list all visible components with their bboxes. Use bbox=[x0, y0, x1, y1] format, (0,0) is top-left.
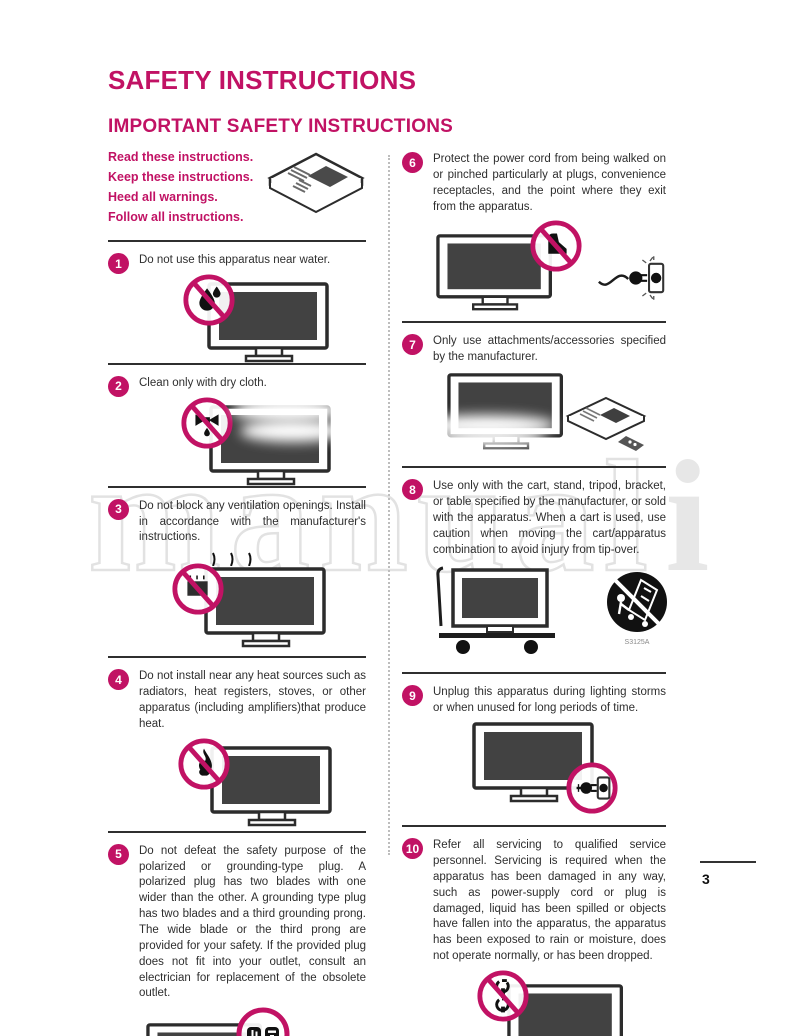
item-text: Do not use this apparatus near water. bbox=[139, 254, 331, 266]
blocked-vent-prohibition-icon bbox=[171, 562, 225, 616]
separator bbox=[108, 362, 366, 365]
flame-prohibition-icon bbox=[177, 737, 231, 791]
safety-item-7: 7 Only use attachments/accessories speci… bbox=[402, 334, 666, 456]
separator bbox=[108, 830, 366, 833]
item-text: Use only with the cart, stand, tripod, b… bbox=[433, 480, 666, 556]
separator bbox=[108, 240, 366, 242]
item-text: Do not block any ventilation openings. I… bbox=[139, 499, 366, 544]
intro-line: Follow all instructions. bbox=[108, 210, 244, 224]
item-number-badge: 9 bbox=[402, 685, 423, 707]
page-number: 3 bbox=[702, 871, 710, 887]
item-4-illustration bbox=[165, 737, 341, 821]
item-text: Protect the power cord from being walked… bbox=[433, 153, 666, 213]
safety-item-1: 1 Do not use this apparatus near water. bbox=[108, 253, 366, 353]
safety-item-5: 5 Do not defeat the safety purpose of th… bbox=[108, 843, 369, 1036]
item-3-illustration bbox=[163, 550, 343, 646]
item-text: Do not defeat the safety purpose of the … bbox=[139, 844, 366, 1000]
tv-cart-icon bbox=[436, 566, 555, 655]
scan-artifact bbox=[232, 398, 342, 422]
separator bbox=[402, 466, 666, 469]
item-text: Clean only with dry cloth. bbox=[139, 376, 267, 389]
item-number-badge: 8 bbox=[402, 479, 423, 501]
page-number-rule bbox=[700, 861, 756, 863]
wet-cloth-prohibition-icon bbox=[180, 396, 234, 450]
item-number-badge: 7 bbox=[402, 334, 423, 356]
separator bbox=[402, 672, 666, 675]
separator bbox=[402, 321, 666, 324]
manual-book-icon bbox=[267, 152, 365, 214]
separator bbox=[108, 485, 366, 488]
item-number-badge: 4 bbox=[108, 669, 129, 691]
item-7-illustration bbox=[440, 370, 660, 456]
item-text: Only use attachments/accessories specifi… bbox=[433, 335, 666, 364]
item-number-badge: 10 bbox=[402, 838, 423, 860]
intro-line: Keep these instructions. bbox=[108, 170, 254, 184]
item-5-illustration bbox=[139, 1006, 369, 1036]
intro-line: Heed all warnings. bbox=[108, 190, 218, 204]
safety-item-6: 6 Protect the power cord from being walk… bbox=[402, 152, 666, 311]
intro-line: Read these instructions. bbox=[108, 150, 254, 164]
item-number-badge: 2 bbox=[108, 375, 129, 397]
scan-artifact bbox=[416, 415, 556, 435]
column-divider bbox=[388, 155, 390, 855]
separator bbox=[402, 825, 666, 828]
safety-item-8: 8 Use only with the cart, stand, tripod,… bbox=[402, 479, 667, 662]
scan-artifact bbox=[436, 430, 546, 446]
foot-prohibition-icon bbox=[529, 219, 583, 273]
separator bbox=[108, 656, 366, 659]
item-number-badge: 5 bbox=[108, 843, 129, 865]
safety-item-4: 4 Do not install near any heat sources s… bbox=[108, 669, 366, 820]
section-title: IMPORTANT SAFETY INSTRUCTIONS bbox=[108, 115, 453, 137]
item-8-illustration: S3125A bbox=[433, 562, 681, 662]
item-1-illustration bbox=[168, 273, 338, 353]
item-number-badge: 1 bbox=[108, 253, 129, 274]
item-text: Unplug this apparatus during lighting st… bbox=[433, 686, 666, 715]
item-2-illustration bbox=[168, 396, 338, 476]
polarized-outlet-icon bbox=[235, 1006, 291, 1036]
safety-item-9: 9 Unplug this apparatus during lighting … bbox=[402, 685, 666, 815]
item-number-badge: 6 bbox=[402, 152, 423, 173]
item-10-illustration bbox=[460, 969, 640, 1036]
safety-item-10: 10 Refer all servicing to qualified serv… bbox=[402, 838, 666, 1036]
wrench-prohibition-icon bbox=[476, 969, 530, 1023]
item-text: Do not install near any heat sources suc… bbox=[139, 670, 366, 730]
item-number-badge: 3 bbox=[108, 498, 129, 520]
page-title: SAFETY INSTRUCTIONS bbox=[108, 65, 417, 96]
item-6-illustration bbox=[433, 219, 669, 311]
cart-tipover-warning-icon: S3125A bbox=[607, 572, 667, 646]
unplug-icon bbox=[565, 761, 619, 815]
item-9-illustration bbox=[457, 721, 643, 815]
intro-block: Read these instructions. Keep these inst… bbox=[108, 150, 366, 230]
item-text: Refer all servicing to qualified service… bbox=[433, 839, 666, 963]
left-column: Read these instructions. Keep these inst… bbox=[108, 150, 366, 1036]
right-column: 6 Protect the power cord from being walk… bbox=[402, 150, 667, 1036]
water-drops-prohibition-icon bbox=[182, 273, 236, 327]
cart-icon-label: S3125A bbox=[625, 639, 650, 646]
vent-steam-marks bbox=[211, 552, 251, 567]
accessories-icon bbox=[565, 397, 646, 452]
scan-artifact bbox=[240, 420, 345, 442]
safety-item-2: 2 Clean only with dry cloth. bbox=[108, 375, 366, 476]
safety-item-3: 3 Do not block any ventilation openings.… bbox=[108, 498, 366, 647]
